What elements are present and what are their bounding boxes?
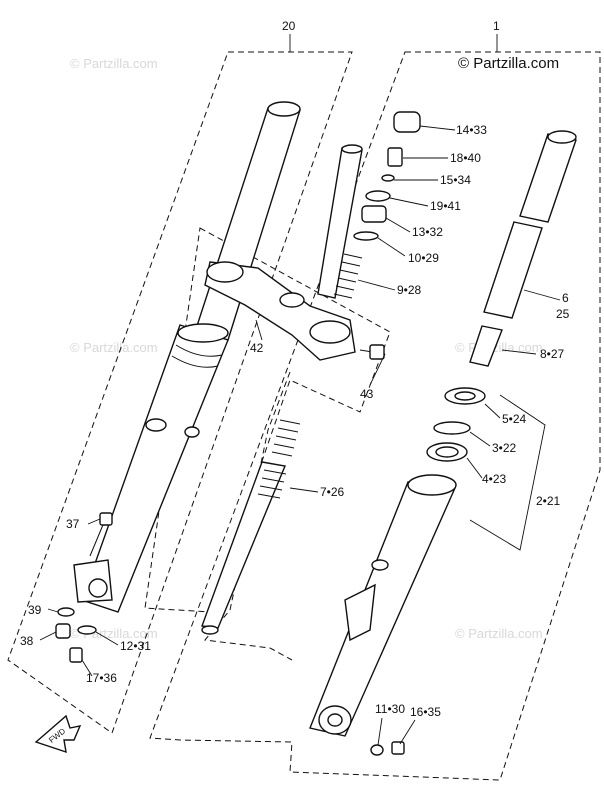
bracket-center xyxy=(279,292,305,308)
rebound-spring xyxy=(257,469,287,499)
bolt-16-35 xyxy=(391,741,405,755)
label-5-24: 5•24 xyxy=(502,412,527,426)
label-15-34: 15•34 xyxy=(440,173,471,187)
label-39: 39 xyxy=(28,603,42,617)
steering-stem xyxy=(317,147,363,299)
fwd-arrow-icon: FWD xyxy=(34,714,82,754)
axle-hole xyxy=(88,578,108,598)
fork-tube-lower xyxy=(483,221,543,319)
left-fork-assembly xyxy=(73,101,301,613)
seal-4-23-bore xyxy=(435,446,459,458)
bushing-8-27 xyxy=(469,325,503,367)
assembly-outline-1 xyxy=(149,51,601,781)
label-7-26: 7•26 xyxy=(320,485,345,499)
label-42: 42 xyxy=(250,341,264,355)
label-19-41: 19•41 xyxy=(430,199,461,213)
slider-lug xyxy=(184,426,200,438)
watermark-text: © Partzilla.com xyxy=(455,340,543,355)
label-3-22: 3•22 xyxy=(492,441,517,455)
label-25: 25 xyxy=(556,307,570,321)
damper-group xyxy=(201,419,301,635)
circlip-10-29 xyxy=(353,231,379,241)
slider-lug xyxy=(145,418,167,432)
damper-rod xyxy=(201,461,286,629)
right-fork-exploded xyxy=(309,111,577,756)
watermark-text: © Partzilla.com xyxy=(70,56,158,71)
copyright-text: © Partzilla.com xyxy=(458,55,560,72)
oil-seal-bore xyxy=(454,391,476,401)
nut-38 xyxy=(55,623,71,639)
leader-lines xyxy=(39,125,561,746)
valve-18-40 xyxy=(387,147,403,167)
washer-39 xyxy=(57,607,75,617)
axle-bore xyxy=(327,713,343,727)
bolt-43-head xyxy=(369,344,385,360)
group-bracket-2-21 xyxy=(469,394,546,551)
caliper-mount xyxy=(344,583,376,642)
bolt-37-head xyxy=(99,512,113,526)
cap-14-33 xyxy=(393,111,421,133)
spring-coils xyxy=(271,419,301,457)
washer-11-30 xyxy=(370,744,384,756)
small-parts-left xyxy=(55,512,113,663)
part-labels: 20 1 14•33 18•40 15•34 19•41 13•32 10•29… xyxy=(20,19,570,719)
label-8-27: 8•27 xyxy=(540,347,565,361)
bracket-bore xyxy=(309,320,351,344)
dust-seal-ring xyxy=(171,355,219,368)
stem-top xyxy=(341,144,363,154)
cap-19-41 xyxy=(365,190,391,202)
label-16-35: 16•35 xyxy=(410,705,441,719)
label-37: 37 xyxy=(66,517,80,531)
slider-lug xyxy=(371,559,389,571)
outer-tube-top xyxy=(177,323,229,343)
bracket-bore xyxy=(206,261,244,283)
label-2-21: 2•21 xyxy=(536,494,561,508)
spacer-13-32 xyxy=(361,205,387,223)
label-38: 38 xyxy=(20,634,34,648)
label-13-32: 13•32 xyxy=(412,225,443,239)
label-12-31: 12•31 xyxy=(120,639,151,653)
outer-slider-top xyxy=(407,474,457,496)
label-1: 1 xyxy=(493,19,500,33)
label-4-23: 4•23 xyxy=(482,472,507,486)
damper-rod-end xyxy=(201,625,219,635)
bolt-17-36 xyxy=(69,647,83,663)
dust-seal-ring xyxy=(175,344,223,357)
fork-tube-upper xyxy=(519,133,577,223)
clip-3-22 xyxy=(433,421,471,435)
outer-slider-2-21 xyxy=(309,481,457,737)
label-6: 6 xyxy=(562,291,569,305)
steering-stem-assembly xyxy=(204,144,386,361)
watermark-text: © Partzilla.com xyxy=(455,626,543,641)
assembly-outline-20 xyxy=(7,51,353,734)
label-9-28: 9•28 xyxy=(397,283,422,297)
label-10-29: 10•29 xyxy=(408,251,439,265)
label-17-36: 17•36 xyxy=(86,671,117,685)
label-20: 20 xyxy=(282,19,296,33)
fork-spring-9-28 xyxy=(333,253,363,299)
watermark-text: © Partzilla.com xyxy=(70,340,158,355)
washer-12-31 xyxy=(77,625,97,635)
label-18-40: 18•40 xyxy=(450,151,481,165)
label-14-33: 14•33 xyxy=(456,123,487,137)
bolt-37-shank xyxy=(89,519,106,557)
inner-tube-cap xyxy=(267,101,301,117)
o-ring-15-34 xyxy=(381,174,395,182)
fork-tube-upper-top xyxy=(547,130,577,144)
label-11-30: 11•30 xyxy=(375,702,405,716)
label-43: 43 xyxy=(360,387,374,401)
